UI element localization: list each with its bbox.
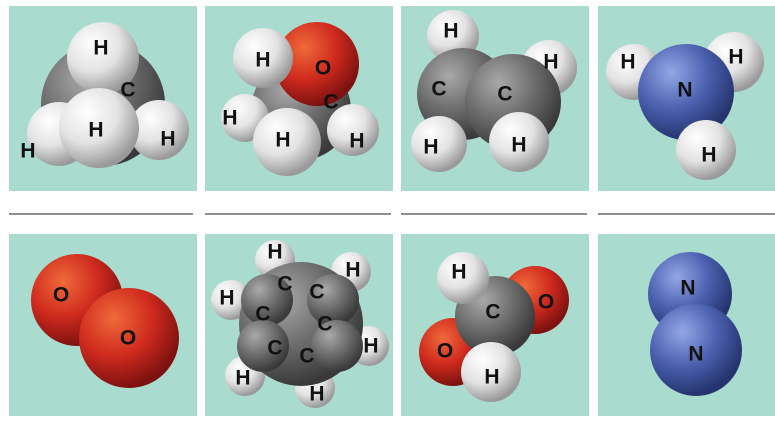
molecule-panel-benzene: H H H H H H C C C C C C [205,234,393,416]
atom-sphere [676,120,736,180]
atom-label: H [235,367,250,390]
atom-sphere [275,22,359,106]
molecule-panel-oxygen: O O [9,234,197,416]
atom-label: H [620,51,635,74]
atom-label: O [538,291,554,314]
divider [9,213,193,215]
atom-label: C [309,281,324,304]
atom-sphere [307,274,359,326]
atom-label: H [451,261,466,284]
atom-sphere [67,22,139,94]
atom-sphere [237,320,289,372]
atom-sphere [311,320,363,372]
atom-label: H [219,287,234,310]
atom-label: H [222,107,237,130]
atom-label: C [323,91,338,114]
atom-sphere [241,274,293,326]
atom-label: H [93,37,108,60]
atom-label: O [315,57,331,80]
atom-sphere [233,28,293,88]
atom-label: H [267,241,282,264]
atom-label: C [267,337,282,360]
atom-label: H [20,140,35,163]
atom-sphere [411,116,467,172]
atom-label: H [363,335,378,358]
molecule-panel-formic-acid: H C O O H [401,234,589,416]
molecule-panel-ammonia: H N H H [598,6,775,191]
methanol-model: H O C H H H [221,22,379,176]
formic-acid-model: H C O O H [419,252,569,402]
atom-sphere [437,252,489,304]
molecule-panel-ethylene: H C C H H H [401,6,589,191]
atom-label: H [349,130,364,153]
atom-label: H [345,259,360,282]
atom-sphere [327,104,379,156]
atom-label: H [443,20,458,43]
oxygen-model: O O [31,254,179,388]
atom-label: C [485,301,500,324]
divider [401,213,587,215]
atom-sphere [253,108,321,176]
nitrogen-model: N N [648,252,742,396]
atom-label: H [88,119,103,142]
atom-label: C [299,345,314,368]
atom-label: H [543,51,558,74]
atom-label: N [677,79,692,102]
atom-label: H [728,46,743,69]
atom-label: H [309,383,324,406]
atom-label: O [437,340,453,363]
atom-label: N [680,277,695,300]
molecule-panel-methanol: H O C H H H [205,6,393,191]
ethylene-model: H C C H H H [411,10,577,172]
atom-label: O [53,284,69,307]
atom-label: C [277,273,292,296]
atom-label: H [701,144,716,167]
atom-label: H [511,134,526,157]
atom-sphere [79,288,179,388]
divider [598,213,775,215]
atom-sphere [489,112,549,172]
atom-label: C [120,79,135,102]
bottom-margin [0,432,775,442]
atom-label: H [160,128,175,151]
atom-label: C [431,78,446,101]
benzene-model: H H H H H H C C C C C C [211,240,389,408]
atom-sphere [461,342,521,402]
atom-label: H [423,136,438,159]
methane-model: H C H H H [20,22,189,168]
atom-label: C [497,83,512,106]
molecule-panel-nitrogen: N N [598,234,775,416]
atom-sphere [638,44,734,140]
divider [205,213,391,215]
atom-sphere [129,100,189,160]
ammonia-model: H N H H [606,32,764,180]
molecule-panel-methane: H C H H H [9,6,197,191]
atom-label: N [688,343,703,366]
atom-label: C [255,303,270,326]
atom-label: O [120,327,136,350]
atom-sphere [59,88,139,168]
atom-label: H [484,366,499,389]
atom-label: H [275,129,290,152]
atom-sphere [650,304,742,396]
atom-label: C [317,313,332,336]
atom-label: H [255,49,270,72]
